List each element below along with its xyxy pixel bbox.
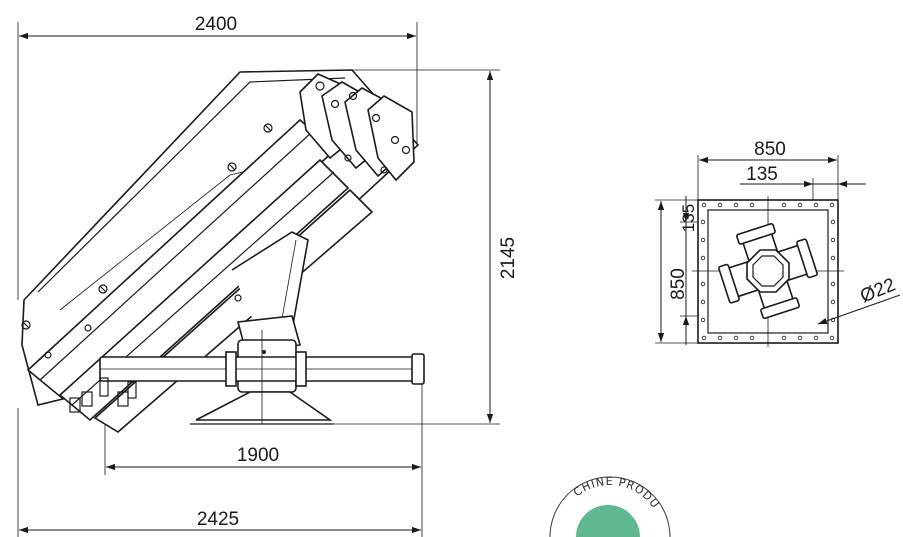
stamp-text-path: CHINE PRODU xyxy=(571,475,661,511)
base-plate-plan-view xyxy=(655,155,844,347)
dim-overall-width-label: 2425 xyxy=(197,509,239,530)
crane-side-view xyxy=(17,22,500,537)
dimension-plate-width: 850 xyxy=(699,139,837,164)
dim-base-span-label: 1900 xyxy=(237,445,279,466)
dimension-plate-height: 850 xyxy=(657,201,689,342)
stamp-text: CHINE PRODU xyxy=(571,475,662,511)
stamp-green-disc xyxy=(576,505,640,537)
dim-height-label: 2145 xyxy=(498,237,519,279)
quality-stamp: CHINE PRODU xyxy=(549,475,671,537)
dimension-overall-width: 2425 xyxy=(19,509,421,534)
dim-plate-width-label: 850 xyxy=(754,139,786,160)
dim-top-width-label: 2400 xyxy=(195,14,237,35)
dimension-height: 2145 xyxy=(486,71,519,423)
dim-bolt-offset-x-label: 135 xyxy=(746,164,778,185)
dimension-base-span: 1900 xyxy=(106,445,421,471)
slewing-octagon xyxy=(718,223,818,319)
dim-bolt-offset-y-label: 135 xyxy=(679,204,698,232)
dimension-top-width: 2400 xyxy=(19,14,416,40)
dimension-bolt-offset-y: 135 xyxy=(679,196,698,345)
dim-plate-height-label: 850 xyxy=(668,268,689,300)
dimension-bolt-offset-x: 135 xyxy=(740,164,866,188)
